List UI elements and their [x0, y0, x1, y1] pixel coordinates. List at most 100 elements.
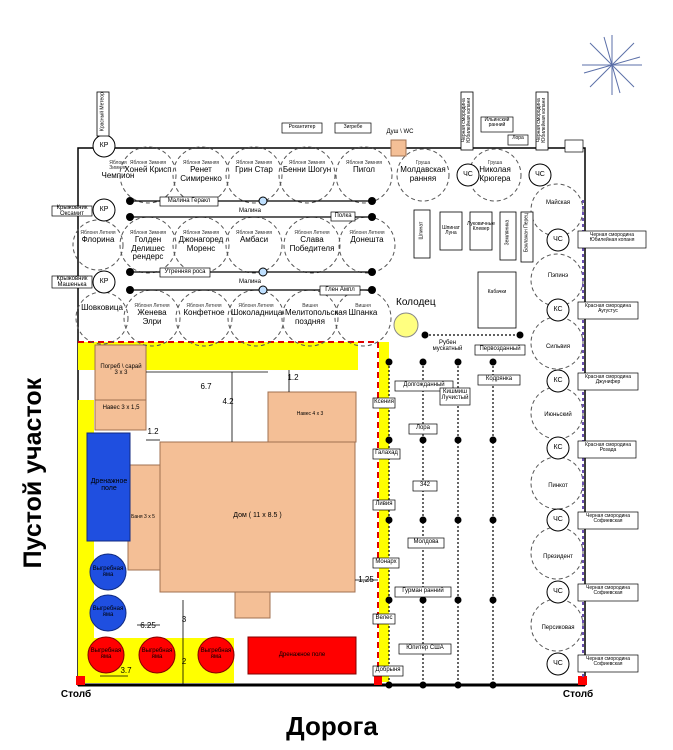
- road-label: Дорога: [286, 711, 378, 741]
- liviya-label: Ливия: [375, 501, 393, 507]
- tree-variety-label: Грин Стар: [235, 165, 273, 175]
- naves1-building: [94, 399, 147, 431]
- shrub-ks-8: КС: [553, 444, 563, 451]
- shower-label: Душ \ WC: [386, 129, 414, 135]
- lora-top-label: Лора: [512, 135, 524, 141]
- mashenka-label: Крыжовник Машенька: [56, 276, 88, 289]
- apple-top-label: Черная смородина Юбилейная копани: [535, 97, 547, 143]
- shrub-kr-2: КР: [99, 278, 109, 285]
- pogreb-building: [94, 344, 147, 401]
- corner-marker-mid: [374, 676, 382, 685]
- beds: [96, 91, 549, 329]
- kseniya-label: Ксения: [374, 399, 394, 405]
- tree-bot_trees-0: Шовковица: [77, 303, 127, 312]
- tree-type-label: Яблоня Летняя: [238, 303, 274, 309]
- pole-right-label: Столб: [562, 689, 594, 700]
- tree-type-label: Вишня: [355, 303, 371, 309]
- bed-label-2: Шпинат Луна: [442, 225, 460, 237]
- vine-posts: [385, 331, 524, 689]
- rokhantiter-label: Рохантитер: [288, 124, 316, 130]
- right-label-9: Черная смородина Софиевская: [586, 513, 630, 525]
- tree-variety-label: Хоней Крисп: [124, 165, 172, 175]
- ruben-label: Рубен мускатный: [432, 340, 463, 353]
- well-label: Колодец: [396, 297, 436, 308]
- tree-type-label: Яблоня Зимняя: [109, 160, 127, 172]
- pit-label-2: Выгребная яма: [92, 606, 124, 619]
- right-label-1: Черная смородина Юбилейная копаня: [589, 232, 635, 244]
- pit-label-4: Выгребная яма: [141, 648, 173, 661]
- porch-building: [234, 591, 271, 619]
- dim-125: 1,25: [358, 575, 374, 584]
- kodryanka-label: Кодрянка: [485, 376, 513, 382]
- pit-label-5: Выгребная яма: [200, 648, 232, 661]
- red-meteor-label: Красный Метеор: [99, 92, 106, 132]
- tree-type-label: Яблоня Зимняя: [235, 230, 273, 236]
- tree-type-label: Груша: [415, 160, 431, 166]
- dim-42: 4.2: [222, 397, 234, 406]
- tree-variety-label: Женева Элри: [137, 308, 167, 326]
- pit-blue-1: [89, 553, 127, 591]
- right-label-4: Сильвия: [545, 344, 571, 350]
- tree-variety-label: Голден Делишес рендерс: [131, 235, 165, 262]
- tree-variety-label: Молдавская ранняя: [400, 165, 446, 183]
- right-label-10: Президент: [543, 554, 573, 560]
- trellis-posts: [126, 197, 376, 294]
- malina-label-2: Малина: [239, 279, 261, 285]
- right-label-0: Майская: [545, 200, 571, 206]
- compass-icon: [582, 35, 642, 95]
- tree-variety-label: Ренет Симиренко: [180, 165, 222, 183]
- right-label-11: Черная смородина Софиевская: [586, 585, 630, 597]
- drainage-field-vertical: [86, 432, 131, 542]
- bed-label-4: Земляника: [504, 219, 511, 246]
- tree-type-label: Яблоня Зимняя: [182, 160, 220, 166]
- tree-type-label: Яблоня Зимняя: [129, 160, 167, 166]
- pit-blue-2: [89, 594, 127, 632]
- tree-variety-label: Шоколадница: [231, 308, 283, 318]
- tree-variety-label: Николая Крюгера: [479, 165, 511, 183]
- tree-variety-label: Флорина: [81, 235, 115, 245]
- zhimolost-label: Черная смородина Юбилейная копани: [460, 97, 472, 143]
- malina-gerakl-label: Малина Геракл: [167, 198, 211, 204]
- shrub-cs-11: ЧС: [553, 660, 563, 667]
- pit-red-1: [87, 636, 125, 674]
- pit-label-1: Выгребная яма: [92, 566, 124, 579]
- tree-variety-label: Конфетное: [183, 308, 225, 318]
- shrub-cs-4: ЧС: [535, 171, 545, 178]
- dobrynya-label: Добрыня: [375, 667, 401, 673]
- shrub-kr-0: КР: [99, 142, 109, 149]
- vacant-lot-label: Пустой участок: [18, 377, 47, 569]
- pit-red-3: [197, 636, 235, 674]
- tree-variety-label: Пигол: [353, 165, 375, 175]
- ilyinskiy-label: Ильинский ранний: [484, 117, 510, 129]
- dim-2: 2: [181, 657, 187, 666]
- trellis-mid-posts: [258, 196, 268, 295]
- bed-label-1: Шпинат: [418, 221, 425, 240]
- pervoyanny-label: Первозданный: [479, 346, 521, 352]
- house-building: [159, 441, 356, 593]
- tree-variety-label: Шовковица: [81, 303, 123, 312]
- yellow-strip-right: [379, 342, 389, 682]
- tree-variety-label: Джонагоред Моренс: [178, 235, 224, 253]
- tree-type-label: Груша: [487, 160, 503, 166]
- shrub-cs-3: ЧС: [463, 171, 473, 178]
- well: [393, 312, 419, 338]
- tree-type-label: Яблоня Летняя: [294, 230, 330, 236]
- dim-12a: 1.2: [287, 373, 299, 382]
- tree-variety-label: Шпанка: [348, 308, 378, 318]
- bed-label-5: Баклажан Перец: [523, 213, 530, 253]
- banya-label: Баня 3 x 5: [131, 514, 155, 520]
- naves2-building: [267, 391, 357, 443]
- lora2-label: Лора: [416, 425, 430, 431]
